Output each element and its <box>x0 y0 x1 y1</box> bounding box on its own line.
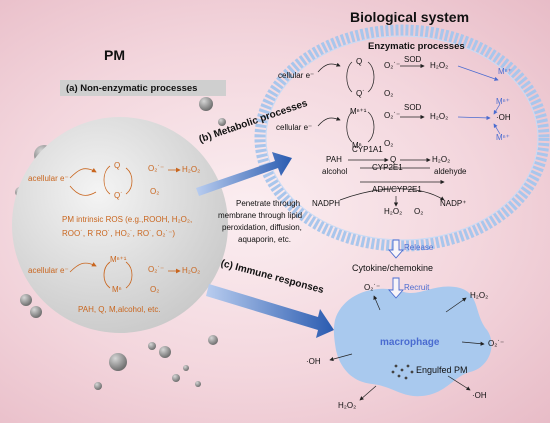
non-enzymatic-label-box <box>60 80 226 96</box>
macro-h2o2-bottom: H₂O₂ <box>338 401 357 410</box>
pm1-q-radical: Q˙ <box>114 191 123 200</box>
macrophage-cell <box>333 286 492 397</box>
metabolic-arrow <box>196 152 292 196</box>
pah-q: Q <box>390 155 397 164</box>
non-enzymatic-label: (a) Non-enzymatic processes <box>66 83 198 94</box>
cell2-h2o2: H₂O₂ <box>430 112 449 121</box>
pm1-h2o2: H₂O₂ <box>182 165 201 174</box>
pm1-electron: acellular e⁻ <box>28 174 69 183</box>
recruit-label: Recruit <box>404 283 430 292</box>
macro-superoxide: O₂˙⁻ <box>364 283 381 292</box>
pm2-mn: Mⁿ <box>112 285 122 294</box>
penetrate-line: aquaporin, etc. <box>238 235 291 244</box>
pah-h2o2: H₂O₂ <box>432 155 451 164</box>
cell2-mn1: Mⁿ⁺¹ <box>350 107 367 116</box>
pm-title: PM <box>104 47 125 63</box>
cell2-superoxide: O₂˙⁻ <box>384 111 401 120</box>
nadp: NADP⁺ <box>440 199 467 208</box>
cell2-hydroxyl: ·OH <box>496 113 511 122</box>
cytokine-label: Cytokine/chemokine <box>352 263 434 273</box>
aldehyde: aldehyde <box>434 167 467 176</box>
penetrate-line: peroxidation, diffusion, <box>222 223 302 232</box>
nadph-h2o2: H₂O₂ <box>384 207 403 216</box>
cell2-electron: cellular e⁻ <box>276 123 313 132</box>
cell1-metal: Mⁿ⁺ <box>498 67 512 76</box>
pm1-q: Q <box>114 161 121 170</box>
cell1-h2o2: H₂O₂ <box>430 61 449 70</box>
nadph-o2: O₂ <box>414 207 424 216</box>
cell2-metal-top: Mⁿ⁺ <box>496 97 510 106</box>
cell1-q-radical: Q˙ <box>356 89 365 98</box>
cell1-electron: cellular e⁻ <box>278 71 315 80</box>
adh-cyp2e1: ADH/CYP2E1 <box>372 185 422 194</box>
cell1-o2: O₂ <box>384 89 394 98</box>
cell2-metal-bottom: Mⁿ⁺ <box>496 133 510 142</box>
macro-hydroxyl-right: ·OH <box>472 391 487 400</box>
pm-ros-line: PM intrinsic ROS (e.g.,ROOH, H₂O₂, <box>62 215 193 224</box>
pm2-h2o2: H₂O₂ <box>182 266 201 275</box>
pm-particles <box>15 97 226 390</box>
penetrate-line: membrane through lipid <box>218 211 303 220</box>
pm2-electron: acellular e⁻ <box>28 266 69 275</box>
cell2-mn: Mⁿ <box>352 141 362 150</box>
macrophage-label: macrophage <box>380 337 440 348</box>
immune-arrow <box>206 284 334 338</box>
alcohol: alcohol <box>322 167 348 176</box>
pm2-mn1: Mⁿ⁺¹ <box>110 255 127 264</box>
pm-sphere <box>12 117 228 333</box>
cell1-q: Q <box>356 57 363 66</box>
enzymatic-label: Enzymatic processes <box>368 41 465 52</box>
cell2-o2: O₂ <box>384 139 394 148</box>
pm1-superoxide: O₂˙⁻ <box>148 164 165 173</box>
macro-h2o2-top: H₂O₂ <box>470 291 489 300</box>
macro-superoxide-right: O₂˙⁻ <box>488 339 505 348</box>
pah: PAH <box>326 155 342 164</box>
penetrate-line: Penetrate through <box>236 199 301 208</box>
cell1-superoxide: O₂˙⁻ <box>384 61 401 70</box>
engulfed-pm-label: Engulfed PM <box>416 365 468 375</box>
biological-system-title: Biological system <box>350 9 470 25</box>
pm1-o2: O₂ <box>150 187 160 196</box>
cell-membrane <box>254 24 550 252</box>
pm2-o2: O₂ <box>150 285 160 294</box>
macro-hydroxyl-left: ·OH <box>306 357 321 366</box>
cyp1a1: CYP1A1 <box>352 145 383 154</box>
cyp2e1: CYP2E1 <box>372 163 403 172</box>
cell2-sod: SOD <box>404 103 422 112</box>
nadph: NADPH <box>312 199 341 208</box>
engulfed-pm-particles <box>391 364 414 380</box>
pm-other-sources: PAH, Q, M,alcohol, etc. <box>78 305 161 314</box>
cell1-sod: SOD <box>404 55 422 64</box>
release-label: Release <box>404 243 434 252</box>
pm-ros-line: ROO˙, R˙RO˙, HO₂˙, RO˙, O₂˙⁻) <box>62 229 176 238</box>
pm2-superoxide: O₂˙⁻ <box>148 265 165 274</box>
